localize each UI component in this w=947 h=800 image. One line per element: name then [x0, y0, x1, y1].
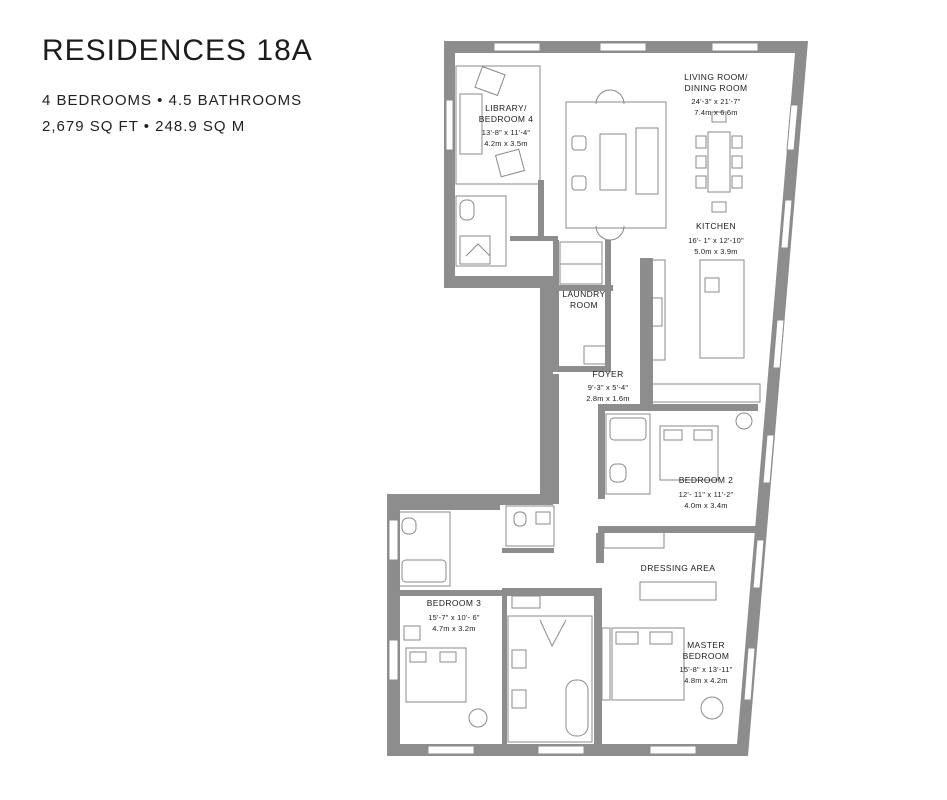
dressing-area-label: DRESSING AREA [641, 563, 716, 573]
library-label-line2: BEDROOM 4 [479, 114, 534, 124]
foyer-label: FOYER [592, 369, 623, 379]
master-dim-imperial: 15'-8" x 13'-11" [680, 665, 733, 674]
living-label-line1: LIVING ROOM/ [684, 72, 748, 82]
master-dim-metric: 4.8m x 4.2m [684, 676, 727, 685]
foyer-dim-metric: 2.8m x 1.6m [586, 394, 629, 403]
entry-door-icon [543, 396, 550, 408]
living-dim-imperial: 24'-3" x 21'-7" [691, 97, 740, 106]
bedroom3-dim-imperial: 15'-7" x 10'- 6" [428, 613, 480, 622]
foyer-dim-imperial: 9'-3" x 5'-4" [588, 383, 629, 392]
furniture [397, 65, 761, 743]
library-dim-imperial: 13'-8" x 11'-4" [482, 128, 531, 137]
bedrooms-bathrooms-summary: 4 BEDROOMS • 4.5 BATHROOMS [42, 92, 303, 109]
living-label-line2: DINING ROOM [685, 83, 748, 93]
master-label-line1: MASTER [687, 640, 725, 650]
windows [388, 42, 759, 755]
library-dim-metric: 4.2m x 3.5m [484, 139, 527, 148]
master-label-line2: BEDROOM [683, 651, 730, 661]
bedroom2-dim-metric: 4.0m x 3.4m [684, 501, 727, 510]
kitchen-dim-imperial: 16'- 1" x 12'-10" [688, 236, 744, 245]
laundry-label-line2: ROOM [570, 300, 598, 310]
kitchen-label: KITCHEN [696, 221, 736, 231]
laundry-label-line1: LAUNDRY [562, 289, 605, 299]
library-label-line1: LIBRARY/ [485, 103, 527, 113]
bedroom3-label: BEDROOM 3 [427, 598, 482, 608]
area-summary: 2,679 SQ FT • 248.9 SQ M [42, 118, 246, 135]
east-windows [743, 104, 799, 701]
living-dim-metric: 7.4m x 6.6m [694, 108, 737, 117]
interior-walls [400, 180, 758, 746]
bedroom2-label: BEDROOM 2 [679, 475, 734, 485]
bedroom3-dim-metric: 4.7m x 3.2m [432, 624, 475, 633]
page-title: RESIDENCES 18A [42, 34, 313, 67]
bedroom2-dim-imperial: 12'- 11" x 11'-2" [679, 490, 734, 499]
kitchen-dim-metric: 5.0m x 3.9m [694, 247, 737, 256]
